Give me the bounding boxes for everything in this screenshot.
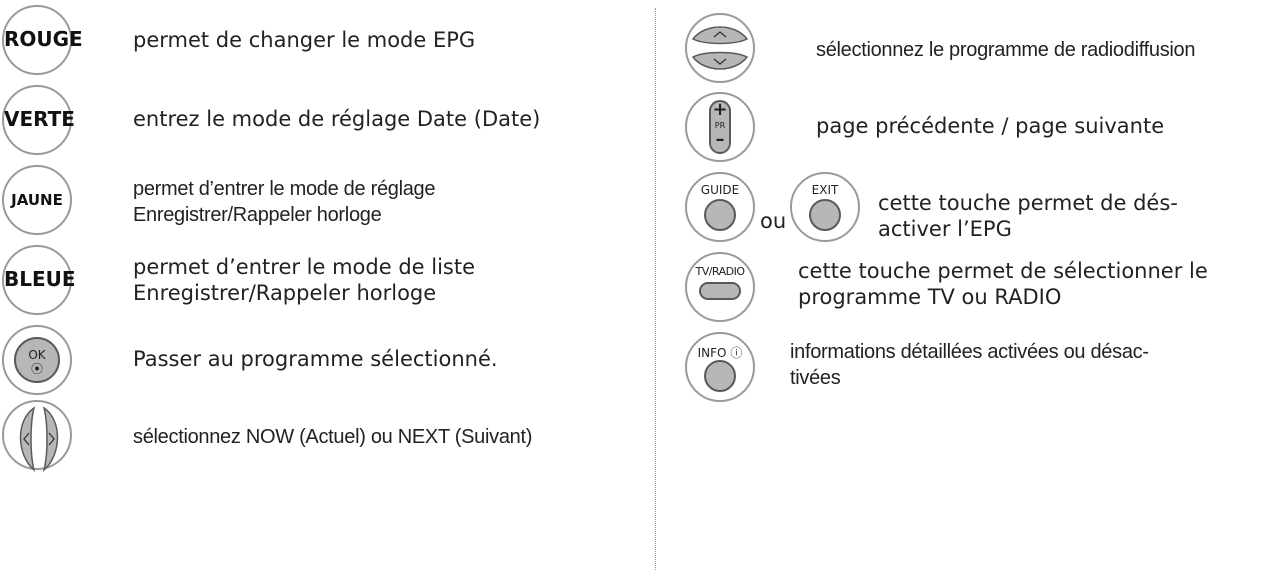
radiodiffusion-description: sélectionnez le programme de radiodiffus… [816,39,1196,61]
ou-joiner: ou [760,209,787,233]
verte-label: VERTE [4,107,75,131]
bleue-label: BLEUE [4,267,76,291]
info-button[interactable]: INFO ⓘ [685,332,755,402]
tv-radio-pill [699,282,741,300]
up-down-arrows-icon [691,26,749,70]
rouge-button[interactable]: ROUGE [2,5,83,75]
guide-label: GUIDE [700,183,740,197]
left-right-arrows-icon [19,406,59,473]
ok-button[interactable]: OK ⦿ [2,325,72,395]
exit-button[interactable]: EXIT [790,172,860,242]
tv-radio-description-line1: cette touche permet de sélectionner le [798,259,1208,283]
verte-button[interactable]: VERTE [2,85,75,155]
page-description: page précédente / page suivante [816,114,1165,138]
bleue-description-line2: Enregistrer/Rappeler horloge [133,281,437,305]
info-label: INFO ⓘ [687,344,753,361]
ok-description: Passer au programme sélectionné. [133,347,498,371]
info-description-line1: informations détaillées activées ou désa… [790,341,1149,363]
rouge-label: ROUGE [4,27,83,51]
pr-rocker: + PR – [709,99,731,154]
exit-description-line2: activer l’EPG [878,217,1012,241]
exit-label: EXIT [811,183,839,197]
tv-radio-description: cette touche permet de sélectionner le p… [798,258,1208,310]
info-grey-circle [704,360,736,392]
left-right-arrows-button[interactable] [2,400,72,473]
ok-label: OK [28,348,46,362]
pr-label: PR [714,121,726,130]
rouge-description: permet de changer le mode EPG [133,28,476,52]
tv-radio-button[interactable]: TV/RADIO [685,252,755,322]
guide-grey-circle [704,199,736,231]
guide-button[interactable]: GUIDE [685,172,755,242]
jaune-description-line2: Enregistrer/Rappeler horloge [133,204,382,226]
exit-description: cette touche permet de dés- activer l’EP… [878,190,1178,242]
bleue-button[interactable]: BLEUE [2,245,76,315]
pr-plus-icon: + [712,99,728,120]
info-description-line2: tivées [790,367,841,389]
jaune-button[interactable]: JAUNE [2,165,72,235]
ok-dot-icon: ⦿ [30,362,43,376]
exit-grey-circle [809,199,841,231]
up-down-arrows-button[interactable] [685,13,755,83]
jaune-description: permet d’entrer le mode de réglage Enreg… [133,176,436,228]
pr-minus-icon: – [715,129,725,150]
jaune-description-line1: permet d’entrer le mode de réglage [133,178,436,200]
info-label-text: INFO [697,346,727,360]
ok-grey-circle: OK ⦿ [14,337,60,383]
tv-radio-description-line2: programme TV ou RADIO [798,285,1062,309]
bleue-description-line1: permet d’entrer le mode de liste [133,255,476,279]
verte-description: entrez le mode de réglage Date (Date) [133,107,541,131]
pr-button[interactable]: + PR – [685,92,755,162]
jaune-label: JAUNE [11,191,63,209]
column-divider [655,8,656,570]
tv-radio-label: TV/RADIO [695,265,745,278]
bleue-description: permet d’entrer le mode de liste Enregis… [133,254,475,306]
exit-description-line1: cette touche permet de dés- [878,191,1178,215]
info-i-icon: ⓘ [730,346,743,360]
now-next-description: sélectionnez NOW (Actuel) ou NEXT (Suiva… [133,426,533,448]
info-description: informations détaillées activées ou désa… [790,339,1149,391]
